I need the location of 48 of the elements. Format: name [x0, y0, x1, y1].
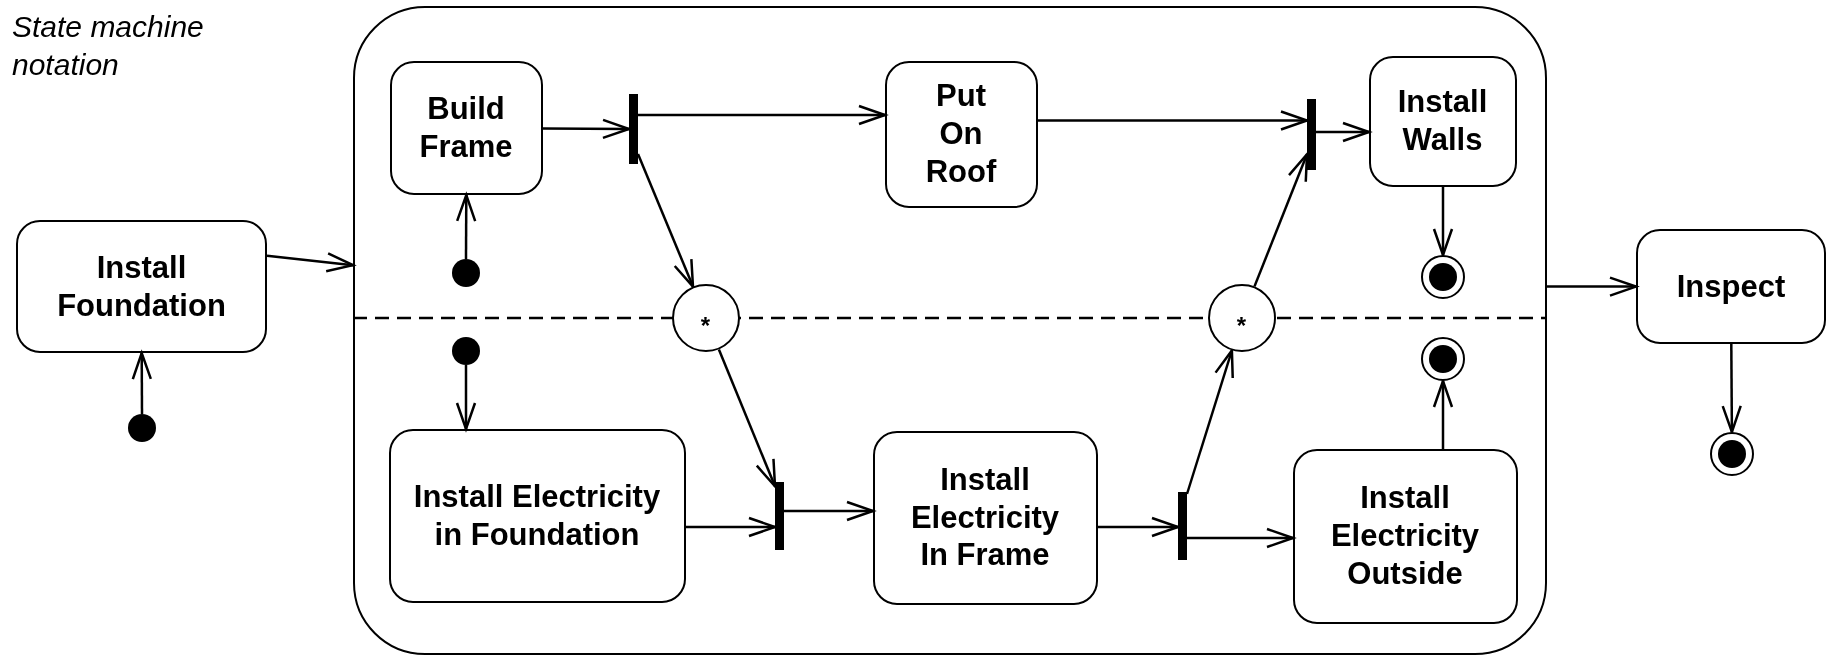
initial-state-dot — [451, 258, 480, 287]
transition-arrow — [1316, 121, 1371, 143]
transition-arrow — [1432, 379, 1454, 449]
transition-arrow — [1187, 527, 1295, 549]
state-label: Install Electricity In Frame — [909, 460, 1061, 575]
synchronization-bar — [1306, 98, 1316, 170]
synchronization-bar — [1177, 491, 1187, 560]
state-box — [1636, 229, 1826, 344]
transition-arrow — [717, 349, 777, 488]
transition-arrow — [636, 153, 695, 288]
diagram-title: State machine notation — [12, 9, 205, 83]
sync-mark: * — [1236, 310, 1247, 341]
state-box — [388, 428, 686, 603]
transition-arrow — [784, 500, 875, 522]
final-state — [1710, 432, 1754, 476]
state-label: Install Walls — [1396, 83, 1489, 159]
composite-state — [353, 6, 1547, 655]
transition-arrow — [1185, 349, 1234, 495]
state-box — [1292, 448, 1518, 624]
state-label: Install Electricity Outside — [1329, 479, 1481, 593]
transition-arrow — [455, 193, 477, 259]
transition-arrow — [455, 365, 477, 431]
transition-arrow — [1721, 344, 1742, 434]
sync-mark: * — [700, 310, 711, 341]
state-box — [389, 60, 543, 195]
state-label: Install Electricity in Foundation — [412, 477, 662, 554]
transition-arrow — [131, 351, 153, 414]
state-box — [16, 220, 267, 353]
transition-arrow — [638, 104, 887, 126]
transition-arrow — [1038, 110, 1309, 131]
transition-arrow — [1253, 153, 1309, 287]
initial-state-dot — [128, 414, 156, 442]
state-label: Put On Roof — [924, 77, 998, 191]
state-box — [884, 60, 1038, 208]
transition-arrow — [1432, 187, 1454, 257]
transition-arrow — [543, 118, 631, 140]
transition-arrow — [1547, 276, 1638, 297]
state-label: Install Foundation — [56, 248, 227, 325]
state-box — [872, 430, 1098, 605]
transition-arrow — [266, 252, 355, 273]
synchronization-bar — [774, 481, 784, 550]
initial-state-dot — [451, 336, 480, 365]
transition-arrow — [1098, 516, 1180, 538]
transition-arrow — [686, 516, 777, 538]
state-box — [1368, 55, 1517, 187]
state-label: Build Frame — [418, 89, 514, 166]
state-label: Inspect — [1675, 267, 1787, 306]
synchronization-bar — [628, 93, 638, 164]
